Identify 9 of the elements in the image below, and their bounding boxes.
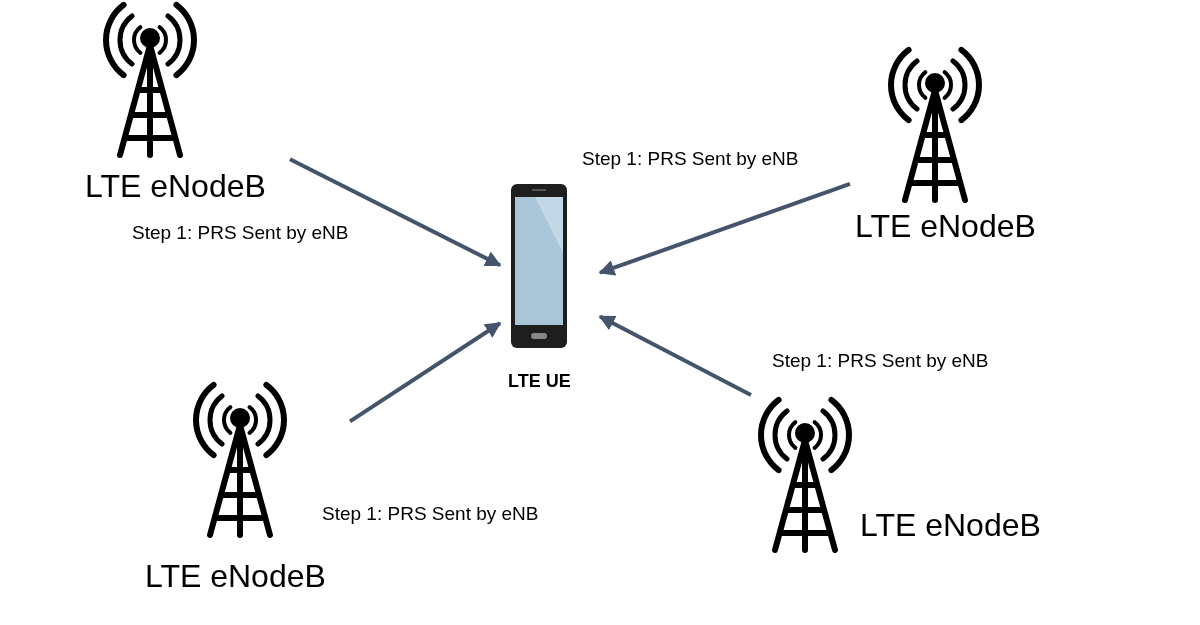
arrow	[598, 314, 752, 397]
arrow	[598, 182, 851, 276]
node-label: LTE eNodeB	[860, 507, 1041, 544]
node-label: LTE UE	[508, 371, 571, 392]
node-label: LTE eNodeB	[145, 558, 326, 595]
node-label: LTE eNodeB	[85, 168, 266, 205]
arrow	[348, 321, 502, 423]
node-label: LTE eNodeB	[855, 208, 1036, 245]
arrow	[289, 157, 502, 268]
